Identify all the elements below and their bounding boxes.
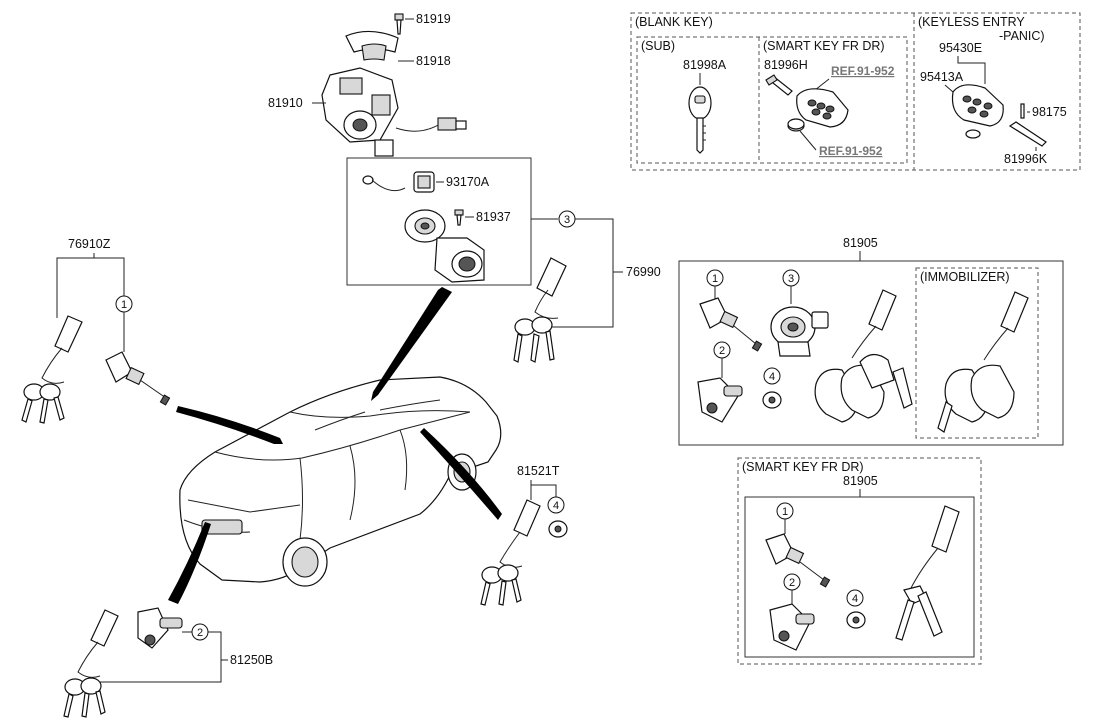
key-set-81521T-icon — [480, 499, 541, 606]
group-81521T: 81521T 4 — [480, 464, 568, 606]
part-81937[interactable]: 81937 — [476, 210, 511, 224]
cap-4-mid-icon — [548, 520, 568, 538]
group-81250B: 2 81250B — [63, 607, 273, 718]
part-93170A[interactable]: 93170A — [446, 175, 490, 189]
screw-81919-icon — [394, 13, 404, 35]
arrow-trunk — [168, 522, 211, 604]
cap-4-lower-icon — [846, 611, 866, 629]
key-set-81250B-icon — [63, 609, 119, 718]
ref-91-952-b[interactable]: REF.91-952 — [819, 144, 883, 158]
ignition-inset-box — [346, 157, 532, 286]
part-81919[interactable]: 81919 — [416, 12, 451, 26]
smart-key-set-box-icon — [814, 289, 913, 423]
trunk-lock-lower-icon — [769, 603, 815, 651]
callout-4-box: 4 — [769, 371, 775, 383]
part-98175[interactable]: 98175 — [1032, 105, 1067, 119]
smart-key-lower-icon — [895, 505, 960, 641]
part-81905-top[interactable]: 81905 — [843, 236, 878, 250]
callout-4-lower: 4 — [852, 593, 858, 605]
trunk-lock-icon — [137, 607, 183, 649]
part-81521T[interactable]: 81521T — [517, 464, 560, 478]
keyless-fob-icon — [951, 84, 1004, 127]
part-81998A[interactable]: 81998A — [683, 58, 727, 72]
callout-1-left: 1 — [121, 299, 127, 311]
bracket-81918-icon — [345, 30, 399, 61]
callout-2-lower: 2 — [789, 577, 795, 589]
keyless-blade-icon — [1008, 121, 1047, 147]
part-98175-icon — [1020, 103, 1025, 119]
car-illustration — [179, 376, 502, 587]
box-81905 — [678, 260, 1064, 446]
part-95430E[interactable]: 95430E — [939, 41, 982, 55]
screw-81937-icon — [454, 209, 464, 226]
callout-4-mid: 4 — [553, 500, 559, 512]
key-set-76990-icon — [513, 257, 567, 363]
sub-key-icon — [688, 86, 712, 154]
arrow-left-door — [176, 406, 283, 444]
smart-key-fr-dr-box — [737, 457, 982, 665]
part-81996K[interactable]: 81996K — [1004, 152, 1048, 166]
callout-1-lower: 1 — [782, 506, 788, 518]
trunk-lock-box-icon — [697, 377, 743, 423]
arrow-ignition — [371, 287, 452, 401]
group-76910Z: 76910Z 1 — [21, 237, 171, 424]
box-81905-lower — [744, 496, 975, 658]
callout-2-box: 2 — [719, 345, 725, 357]
immobilizer-key-set-icon — [937, 291, 1029, 433]
arrow-right-door — [420, 428, 502, 520]
callout-2-bottom: 2 — [197, 627, 203, 639]
blank-key-group: (BLANK KEY) (SUB) (SMART KEY FR DR) 8199… — [630, 12, 1081, 171]
part-81910[interactable]: 81910 — [268, 96, 303, 110]
callout-76990-group: 3 76990 — [513, 210, 661, 363]
ignition-switch-icon — [404, 209, 485, 283]
smart-key-fr-dr-lower-title: (SMART KEY FR DR) — [742, 460, 864, 474]
immobilizer-title: (IMMOBILIZER) — [920, 270, 1010, 284]
part-95413A[interactable]: 95413A — [920, 70, 964, 84]
door-cylinder-box-icon — [699, 297, 763, 352]
part-81918[interactable]: 81918 — [416, 54, 451, 68]
part-76990[interactable]: 76990 — [626, 265, 661, 279]
part-81250B[interactable]: 81250B — [230, 653, 273, 667]
cap-4-box-icon — [762, 391, 782, 409]
blank-key-title: (BLANK KEY) — [635, 15, 713, 29]
callout-3-top: 3 — [564, 214, 570, 226]
smart-key-fr-dr-title: (SMART KEY FR DR) — [763, 39, 885, 53]
immobilizer-box — [915, 267, 1039, 439]
key-set-76910Z-icon — [21, 315, 83, 424]
ref-91-952-a[interactable]: REF.91-952 — [831, 64, 895, 78]
sub-title: (SUB) — [641, 39, 675, 53]
connector-93170A-icon — [362, 171, 435, 193]
ignition-box-icon — [770, 306, 829, 357]
lock-body-81910-icon — [321, 67, 467, 157]
door-cylinder-lower-icon — [765, 533, 831, 588]
group-81905-main: 81905 (IMMOBILIZER) 1 3 2 — [678, 236, 1064, 446]
callout-3-box: 3 — [788, 273, 794, 285]
steering-lock-group: 81919 81918 81910 93170A — [268, 12, 532, 286]
group-smart-key-fr-dr: (SMART KEY FR DR) 81905 1 2 4 — [737, 457, 982, 665]
smart-key-fob-icon — [796, 88, 849, 128]
part-81905-bottom[interactable]: 81905 — [843, 474, 878, 488]
smart-key-blade-icon — [765, 74, 793, 96]
keyless-entry-title-1: (KEYLESS ENTRY — [918, 15, 1025, 29]
part-76910Z[interactable]: 76910Z — [68, 237, 111, 251]
battery-icon — [787, 118, 805, 132]
keyless-entry-title-2: -PANIC) — [999, 29, 1045, 43]
callout-1-box: 1 — [712, 273, 718, 285]
pointer-arrows — [168, 287, 502, 604]
door-lock-cylinder-left-icon — [105, 351, 171, 406]
part-81996H[interactable]: 81996H — [764, 58, 808, 72]
keyless-battery-icon — [965, 129, 981, 139]
